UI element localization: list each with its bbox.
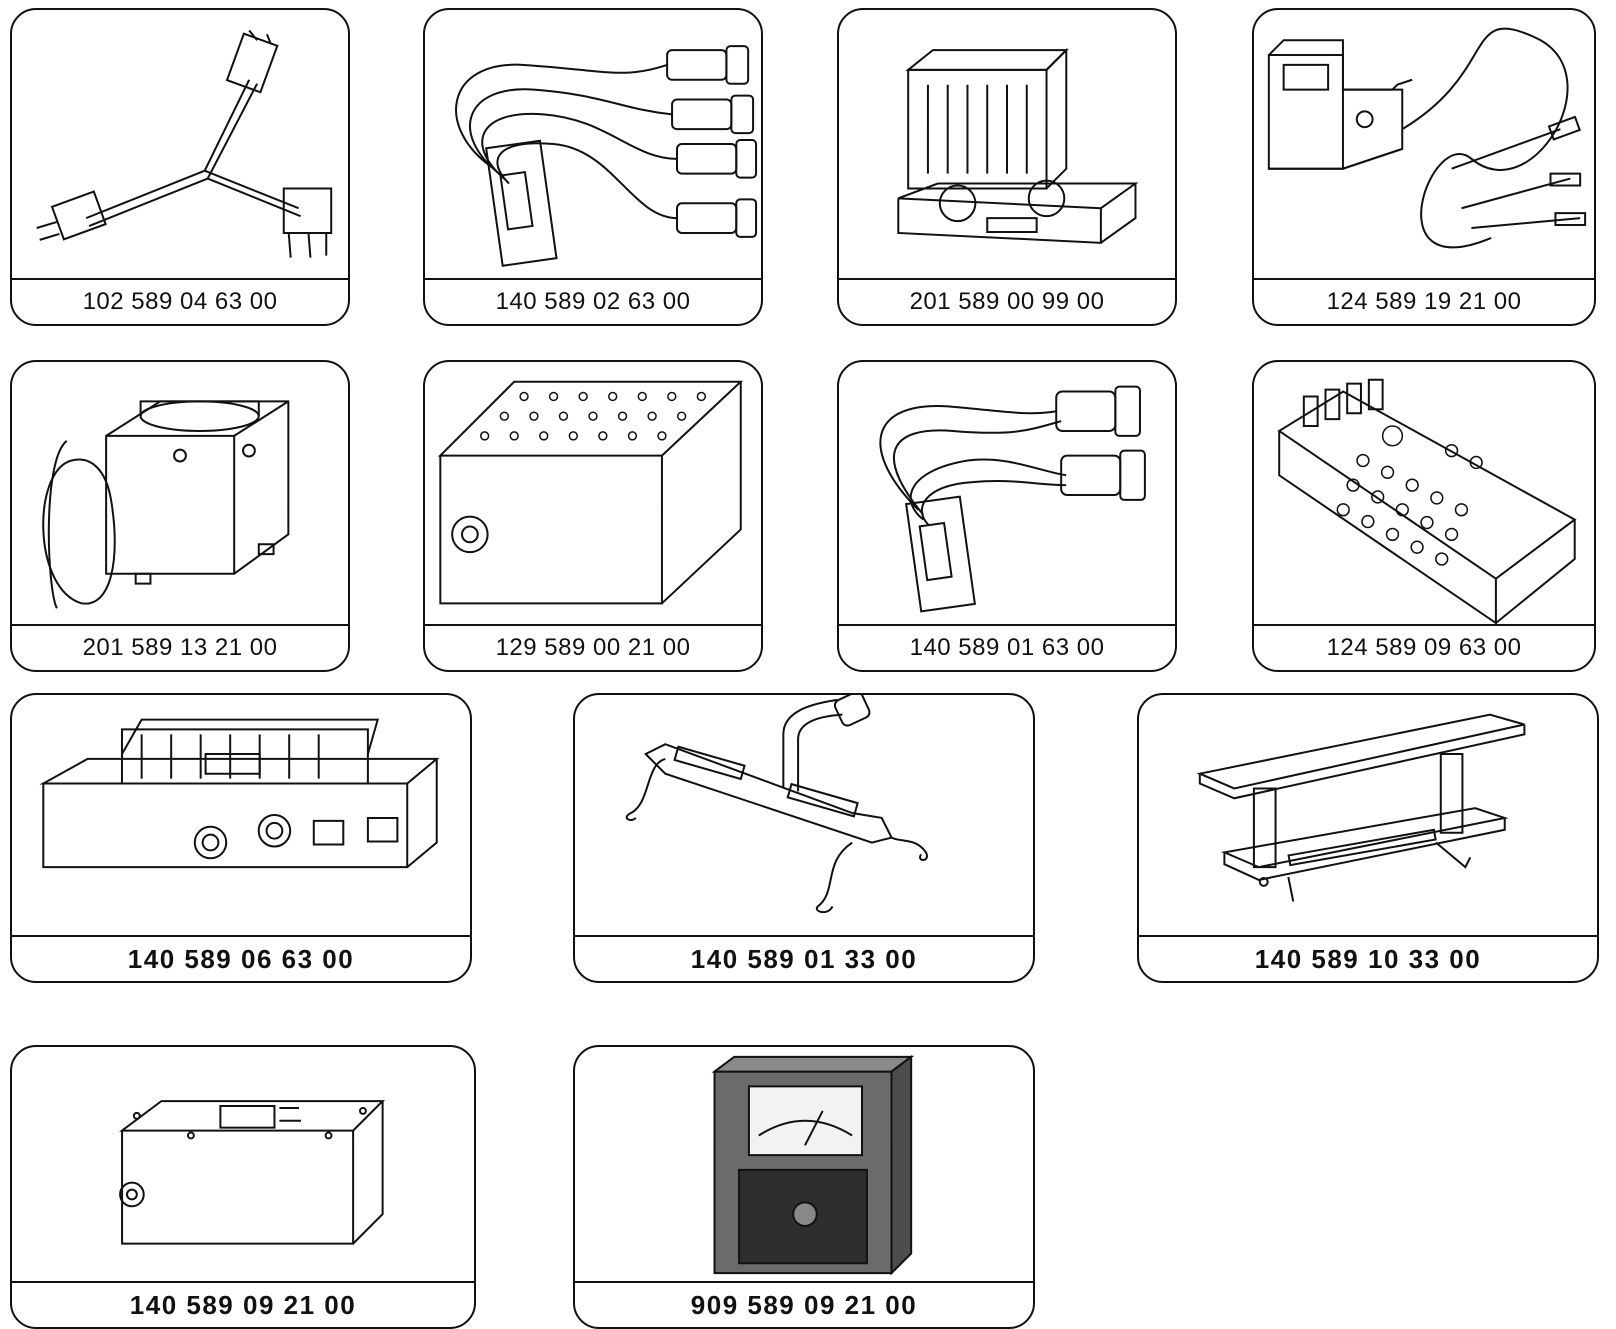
part-card: 140 589 01 33 00 xyxy=(573,693,1035,983)
analog-meter-icon xyxy=(575,1047,1033,1281)
part-number: 140 589 09 21 00 xyxy=(12,1281,474,1327)
part-card: 909 589 09 21 00 xyxy=(573,1045,1035,1329)
dial-gauge-unit-icon xyxy=(12,362,348,624)
part-number: 201 589 13 21 00 xyxy=(12,624,348,670)
part-number: 201 589 00 99 00 xyxy=(839,278,1175,324)
part-number: 140 589 10 33 00 xyxy=(1139,935,1597,981)
multi-connector-cable-icon xyxy=(425,10,761,278)
y-cable-adapter-icon xyxy=(12,10,348,278)
part-number: 909 589 09 21 00 xyxy=(575,1281,1033,1327)
dual-connector-cable-icon xyxy=(839,362,1175,624)
part-number: 129 589 00 21 00 xyxy=(425,624,761,670)
part-card: 140 589 09 21 00 xyxy=(10,1045,476,1329)
holding-bracket-icon xyxy=(575,695,1033,935)
part-card: 140 589 10 33 00 xyxy=(1137,693,1599,983)
switch-box-icon xyxy=(12,1047,474,1281)
part-card: 140 589 02 63 00 xyxy=(423,8,763,326)
part-number: 140 589 01 63 00 xyxy=(839,624,1175,670)
part-card: 201 589 13 21 00 xyxy=(10,360,350,672)
part-card: 124 589 09 63 00 xyxy=(1252,360,1596,672)
part-number: 124 589 09 63 00 xyxy=(1254,624,1594,670)
part-card: 102 589 04 63 00 xyxy=(10,8,350,326)
part-card: 140 589 06 63 00 xyxy=(10,693,472,983)
part-number: 140 589 01 33 00 xyxy=(575,935,1033,981)
tester-with-probe-leads-icon xyxy=(1254,10,1594,278)
part-card: 124 589 19 21 00 xyxy=(1252,8,1596,326)
part-number: 102 589 04 63 00 xyxy=(12,278,348,324)
tool-case-icon xyxy=(839,10,1175,278)
part-number: 140 589 06 63 00 xyxy=(12,935,470,981)
part-card: 140 589 01 63 00 xyxy=(837,360,1177,672)
test-socket-panel-icon xyxy=(1254,362,1594,624)
part-card: 201 589 00 99 00 xyxy=(837,8,1177,326)
support-stand-icon xyxy=(1139,695,1597,935)
part-number: 124 589 19 21 00 xyxy=(1254,278,1594,324)
socket-box-icon xyxy=(425,362,761,624)
part-number: 140 589 02 63 00 xyxy=(425,278,761,324)
control-unit-test-fixture-icon xyxy=(12,695,470,935)
part-card: 129 589 00 21 00 xyxy=(423,360,763,672)
